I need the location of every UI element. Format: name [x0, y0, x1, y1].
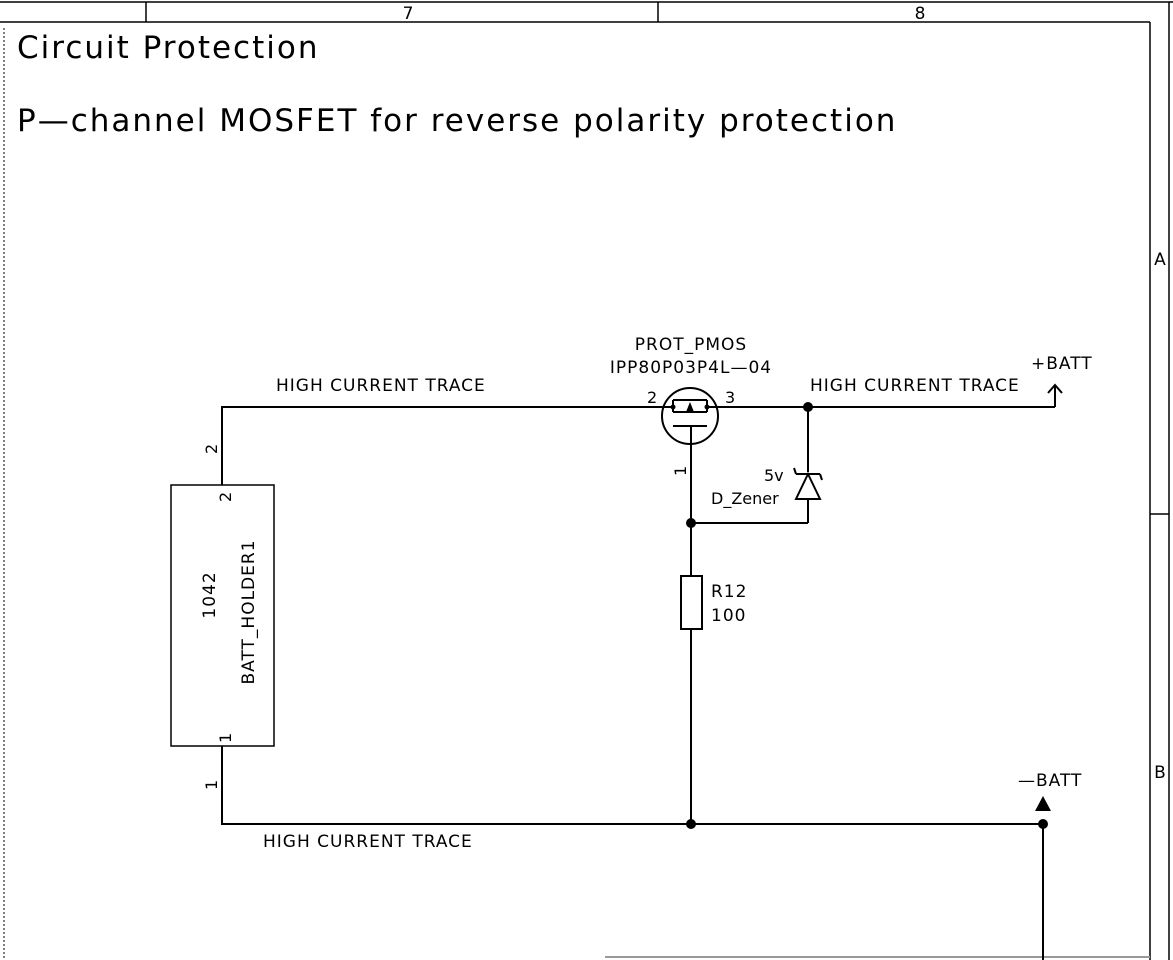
junction-dot [686, 518, 696, 528]
battery-wire-pin-2: 2 [202, 444, 221, 454]
power-triangle-neg-batt [1035, 796, 1051, 811]
battery-holder-value: 1042 [200, 571, 220, 618]
mosfet-symbol [661, 387, 719, 446]
mosfet-reference: PROT_PMOS [635, 335, 747, 355]
net-label-high-current-trace: HIGH CURRENT TRACE [810, 376, 1020, 396]
battery-holder-pin-2-inner: 2 [216, 492, 235, 502]
battery-holder-reference: BATT_HOLDER1 [239, 539, 259, 684]
zener-value: 5v [764, 466, 784, 485]
resistor-symbol [680, 575, 703, 630]
power-label-pos-batt: +BATT [1031, 354, 1093, 374]
mosfet-pin-2: 2 [647, 388, 657, 407]
zener-diode-symbol [793, 467, 823, 500]
battery-holder-symbol [170, 484, 275, 747]
battery-wire-pin-1: 1 [202, 780, 221, 790]
junction-dot [1038, 819, 1048, 829]
junction-dot [686, 819, 696, 829]
wires [221, 383, 1063, 960]
battery-holder-pin-1-inner: 1 [216, 733, 235, 743]
net-label-high-current-trace: HIGH CURRENT TRACE [263, 832, 473, 852]
mosfet-value: IPP80P03P4L—04 [610, 358, 772, 378]
resistor-value: 100 [711, 606, 746, 626]
column-label-7: 7 [403, 4, 414, 24]
zener-reference: D_Zener [711, 489, 779, 509]
column-label-8: 8 [915, 4, 926, 24]
power-label-neg-batt: —BATT [1018, 771, 1082, 791]
resistor-reference: R12 [711, 582, 747, 602]
page-heading: Circuit Protection [17, 30, 319, 66]
page-description: P—channel MOSFET for reverse polarity pr… [17, 103, 897, 139]
net-label-high-current-trace: HIGH CURRENT TRACE [276, 376, 486, 396]
row-label-a: A [1154, 250, 1166, 270]
junction-dot [803, 402, 813, 412]
mosfet-pin-3: 3 [725, 388, 735, 407]
row-label-b: B [1154, 763, 1166, 783]
mosfet-pin-1: 1 [671, 466, 690, 476]
